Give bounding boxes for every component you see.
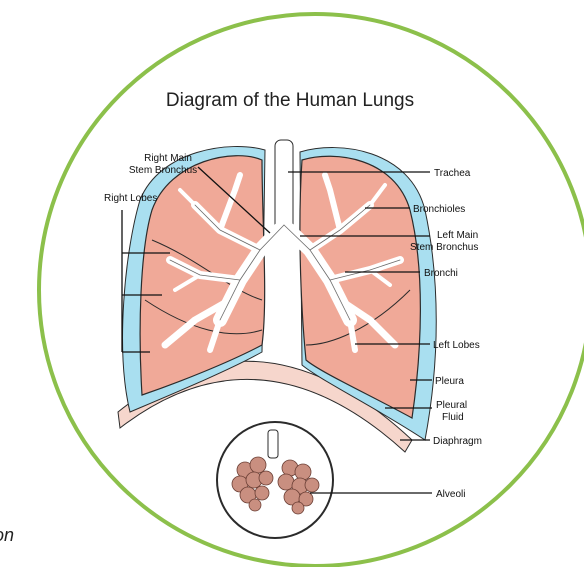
label-left-main-stem-2: Stem Bronchus [410, 242, 478, 253]
label-diaphragm: Diaphragm [433, 436, 482, 447]
label-right-main-stem-2: Stem Bronchus [129, 165, 197, 176]
label-right-lobes: Right Lobes [104, 193, 157, 204]
label-bronchi: Bronchi [424, 268, 458, 279]
label-pleural-fluid-1: Pleural [436, 400, 467, 411]
label-trachea: Trachea [434, 168, 471, 179]
label-bronchioles: Bronchioles [413, 204, 465, 215]
inset-bronchiole [268, 430, 278, 458]
label-left-lobes: Left Lobes [433, 340, 480, 351]
trachea-shape [275, 140, 293, 230]
label-right-main-stem-1: Right Main [144, 153, 192, 164]
label-alveoli: Alveoli [436, 489, 465, 500]
label-left-main-stem-1: Left Main [437, 230, 478, 241]
label-pleural-fluid-2: Fluid [442, 412, 464, 423]
diagram-title: Diagram of the Human Lungs [166, 90, 414, 111]
label-pleura: Pleura [435, 376, 464, 387]
